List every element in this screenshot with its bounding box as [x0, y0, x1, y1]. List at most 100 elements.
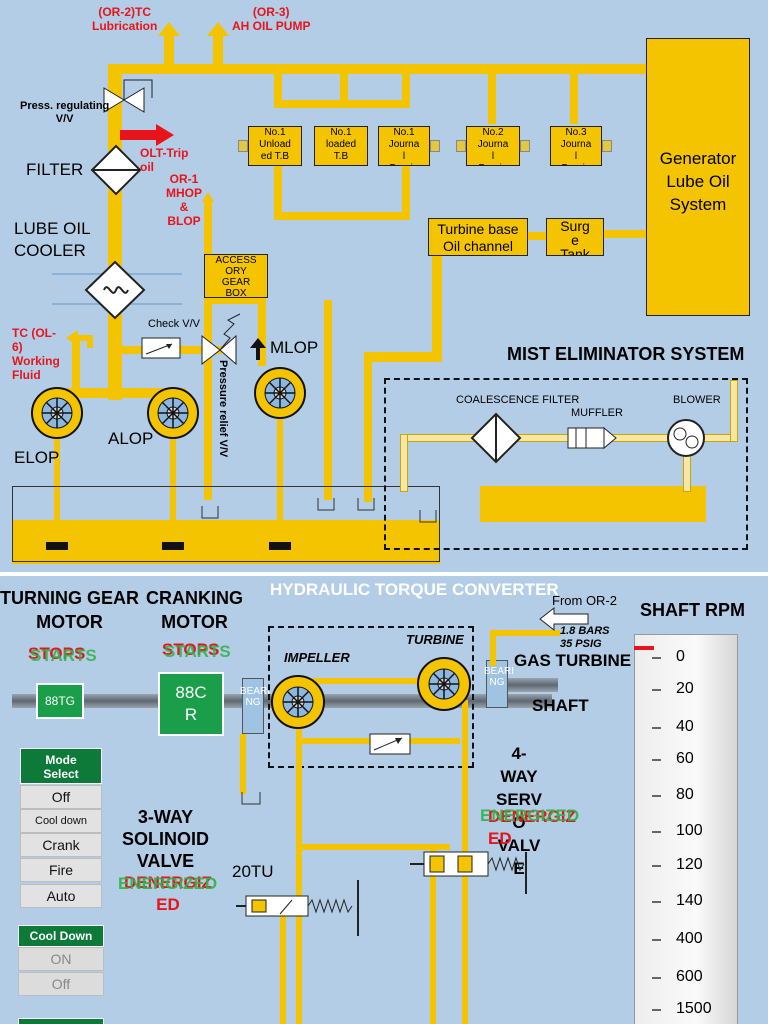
servo-valve-icon	[410, 851, 527, 894]
rpm-tick	[652, 657, 661, 659]
cranking-88cr-button[interactable]: 88C R	[158, 672, 224, 736]
elop-pedestal	[54, 430, 60, 544]
bearing-left-label: BEARI NG	[240, 686, 271, 708]
ah-pump-riser	[213, 34, 223, 68]
surge-pipe	[604, 230, 648, 238]
tc-ol6-arrow-icon	[66, 330, 93, 348]
20tu-label: 20TU	[232, 862, 274, 881]
lube-oil-cooler-label: LUBE OIL COOLER	[14, 219, 91, 260]
bearing-no1-loaded: No.1 loaded T.B	[314, 126, 368, 166]
bearing-left	[242, 678, 264, 734]
htc-top-pipe	[300, 678, 430, 684]
bearing-supply-5	[570, 74, 578, 124]
elop-foot	[46, 542, 68, 550]
mode-off-option[interactable]: Off	[20, 785, 102, 809]
ah-pump-arrow	[207, 22, 229, 36]
bearing-no1-unloaded: No.1 Unload ed T.B	[248, 126, 302, 166]
cool-down-off-option[interactable]: Off	[18, 972, 104, 996]
filter-icon	[90, 144, 142, 196]
elop-label: ELOP	[14, 448, 60, 467]
bearing-right-label: BEARI NG	[484, 666, 515, 688]
shaft-stub-1	[238, 140, 248, 152]
filter-label: FILTER	[26, 160, 84, 179]
three-way-status-red: DENERGIZ ED	[124, 873, 212, 914]
mist-tank	[480, 486, 706, 522]
mlop-foot	[269, 542, 291, 550]
shaft-stub-5	[602, 140, 612, 152]
main-header-pipe	[108, 64, 648, 74]
mlop-pump-icon	[254, 367, 306, 419]
shaft-stub-4	[520, 140, 530, 152]
servo-pipe-h	[300, 844, 450, 850]
shaft-stub-2	[430, 140, 440, 152]
rpm-tick	[652, 795, 661, 797]
cool-down-on-option[interactable]: ON	[18, 947, 104, 971]
htc-check-valve-icon	[369, 733, 411, 755]
tc-ol6-label: TC (OL- 6) Working Fluid	[12, 326, 60, 382]
bearing-supply-3	[402, 74, 410, 104]
alop-foot	[162, 542, 184, 550]
elop-pump-icon	[31, 387, 83, 439]
from-or2-arrow-icon	[539, 606, 589, 632]
mode-cool-down-option[interactable]: Cool down	[20, 809, 102, 833]
rpm-tick-label: 80	[676, 786, 694, 803]
rpm-tick	[652, 901, 661, 903]
shaft-stub-3	[456, 140, 466, 152]
bearing-no2-journal: No.2 Journa l Bearin g	[466, 126, 520, 166]
alop-elop-bus	[56, 388, 186, 398]
shaft-label: SHAFT	[532, 696, 589, 715]
servo-pipe-v	[430, 844, 436, 1024]
rpm-tick	[652, 831, 661, 833]
htc-title: HYDRAULIC TORQUE CONVERTER	[270, 580, 559, 599]
section-divider	[0, 572, 768, 576]
tc-lube-riser	[164, 34, 174, 68]
tg-status-red: STOPS	[28, 644, 86, 663]
htc-dashed-box	[268, 626, 474, 768]
htc-outer-left	[240, 734, 246, 794]
rpm-gauge-track	[634, 634, 738, 1024]
mode-auto-option[interactable]: Auto	[20, 884, 102, 908]
cr-status-green: STARTS	[164, 642, 231, 661]
press-regulating-label: Press. regulating V/V	[20, 100, 110, 125]
rpm-pointer	[634, 646, 654, 650]
rpm-tick	[652, 689, 661, 691]
alop-pedestal	[170, 430, 176, 544]
turning-gear-88tg-button[interactable]: 88TG	[36, 683, 84, 719]
mode-fire-option[interactable]: Fire	[20, 858, 102, 882]
mlop-label: MLOP	[270, 338, 319, 357]
bearing-no1-journal: No.1 Journa l Bearin g	[378, 126, 430, 166]
pressure-relief-valve-icon	[201, 313, 241, 366]
rpm-tick	[652, 939, 661, 941]
lube-oil-cooler-icon	[52, 260, 182, 320]
mode-crank-option[interactable]: Crank	[20, 833, 102, 857]
three-way-status-green: ENERGIZED	[118, 874, 218, 893]
blower-label: BLOWER	[673, 394, 721, 406]
reservoir-outline	[12, 486, 440, 562]
drain-down-2	[324, 300, 332, 500]
htc-drain-cup-icon	[241, 792, 261, 805]
pressure-label: 1.8 BARS 35 PSIG	[560, 625, 610, 650]
press-regulating-valve-icon	[103, 79, 153, 113]
turbine-base-oil-channel: Turbine base Oil channel	[428, 218, 528, 256]
shaft-end	[506, 678, 558, 692]
drain-down-1	[364, 352, 372, 502]
rpm-tick-label: 60	[676, 750, 694, 767]
tg-status-green: STARTS	[30, 646, 97, 665]
cranking-motor-title: CRANKING MOTOR	[146, 588, 243, 632]
bearing-top-bus	[274, 100, 410, 108]
drain-cups-icon	[201, 498, 437, 523]
rpm-tick-label: 1500	[676, 1000, 712, 1017]
turbine-base-h	[364, 352, 442, 362]
rpm-tick-label: 100	[676, 822, 703, 839]
turbine-base-out	[432, 250, 442, 360]
htc-left-down	[296, 710, 302, 1024]
agb-link	[212, 296, 262, 304]
tc-ol6-line	[72, 340, 80, 390]
rpm-tick	[652, 1009, 661, 1011]
next-panel-header	[18, 1018, 104, 1024]
reservoir	[12, 520, 440, 564]
bearing-supply-1	[274, 74, 282, 104]
mist-outlet-up	[730, 380, 738, 442]
generator-lube-oil-system: Generator Lube Oil System	[646, 38, 750, 316]
rpm-tick	[652, 727, 661, 729]
